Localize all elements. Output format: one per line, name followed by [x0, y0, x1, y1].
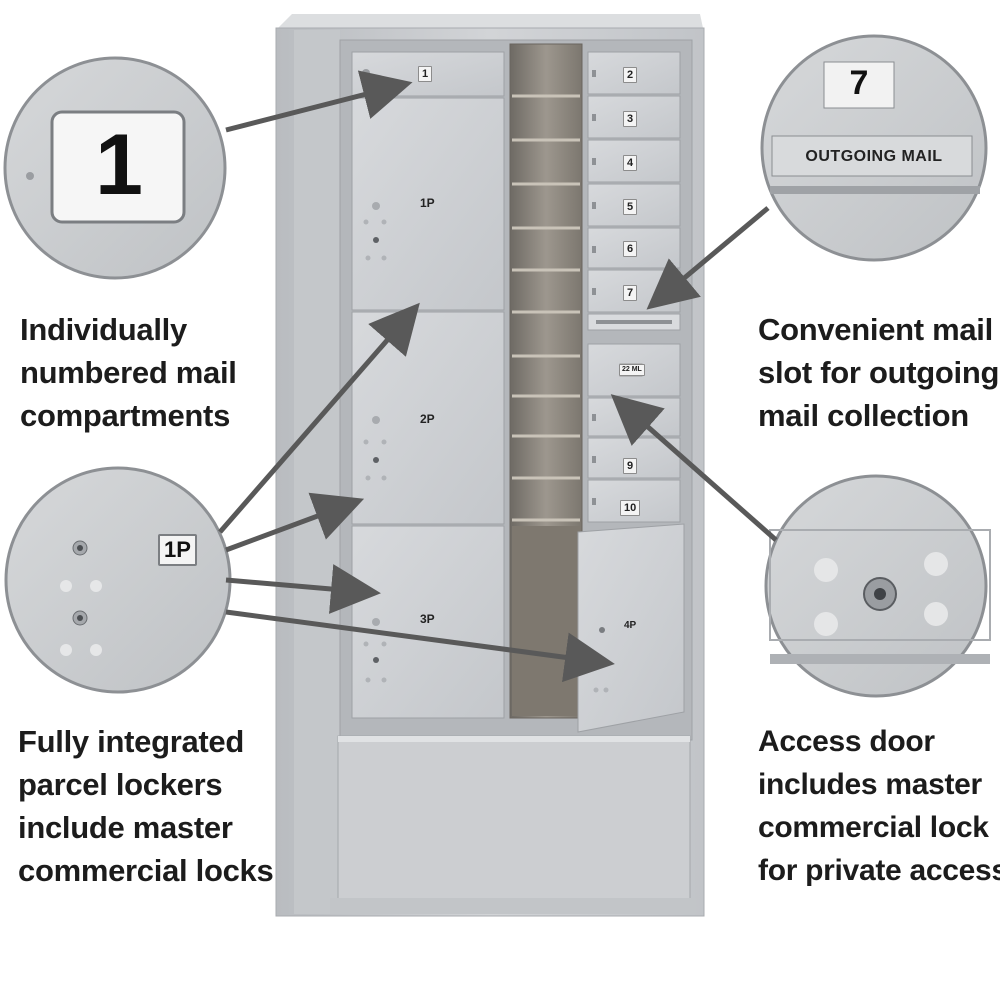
- outgoing-zoom-circle: [760, 34, 988, 262]
- callout-numbered-text: Individually numbered mail compartments: [20, 308, 237, 437]
- master-plate-label: 22 ML: [619, 364, 645, 376]
- locker-4p-label: 4P: [624, 620, 637, 631]
- open-interior: [509, 43, 583, 719]
- compartment-1-label: 1: [418, 66, 433, 82]
- arrow-to-locker-4p: [225, 609, 615, 683]
- callout-outgoing-line-3: mail collection: [758, 398, 969, 433]
- mail-door-10-label: 10: [620, 500, 641, 516]
- numbered-zoom-circle: [3, 56, 227, 280]
- callout-access-line-1: Access door: [758, 725, 935, 758]
- arrow-to-access-door: [610, 394, 778, 542]
- mail-door-6-label: 6: [623, 241, 638, 257]
- callout-outgoing-line-2: slot for outgoing: [758, 355, 1000, 390]
- outgoing-mail-plate: OUTGOING MAIL: [805, 148, 943, 165]
- callout-access-line-4: for private access: [758, 854, 1000, 887]
- mail-door-3-label: 3: [623, 111, 638, 127]
- callout-arrows: [218, 70, 778, 683]
- arrow-to-compartment-1: [225, 70, 413, 133]
- callout-parcel-text: Fully integrated parcel lockers include …: [18, 720, 274, 892]
- mail-door-4-label: 4: [623, 155, 638, 171]
- zoom-badge-7: 7: [849, 64, 869, 102]
- access-zoom-circle: [764, 474, 991, 698]
- arrow-to-locker-1p: [218, 302, 420, 534]
- callout-outgoing-line-1: Convenient mail: [758, 312, 993, 347]
- mail-door-9-label: 9: [623, 458, 638, 474]
- arrow-to-locker-2p: [225, 492, 365, 553]
- callout-access-line-2: includes master: [758, 768, 982, 801]
- mail-door-7-label: 7: [623, 285, 638, 301]
- locker-2p-label: 2P: [420, 412, 435, 426]
- callout-parcel-line-2: parcel lockers: [18, 767, 223, 802]
- zoom-badge-1p: 1P: [158, 534, 197, 566]
- callout-numbered-line-1: Individually: [20, 312, 187, 347]
- callout-numbered-line-3: compartments: [20, 398, 231, 433]
- callout-parcel-line-3: include master: [18, 810, 233, 845]
- callout-numbered-line-2: numbered mail: [20, 355, 237, 390]
- callout-parcel-line-1: Fully integrated: [18, 724, 245, 759]
- mail-door-2-label: 2: [623, 67, 638, 83]
- arrow-to-outgoing-slot: [646, 206, 770, 310]
- mail-door-5-label: 5: [623, 199, 638, 215]
- callout-access-line-3: commercial lock: [758, 811, 989, 844]
- callout-outgoing-text: Convenient mail slot for outgoing mail c…: [758, 308, 999, 437]
- callout-access-text: Access door includes master commercial l…: [758, 720, 1000, 892]
- locker-3p-label: 3P: [420, 612, 435, 626]
- callout-parcel-line-4: commercial locks: [18, 853, 274, 888]
- zoom-badge-1: 1: [95, 117, 143, 213]
- parcel-zoom-circle: [4, 466, 232, 694]
- locker-1p-label: 1P: [420, 196, 435, 210]
- arrow-to-locker-3p: [225, 564, 381, 614]
